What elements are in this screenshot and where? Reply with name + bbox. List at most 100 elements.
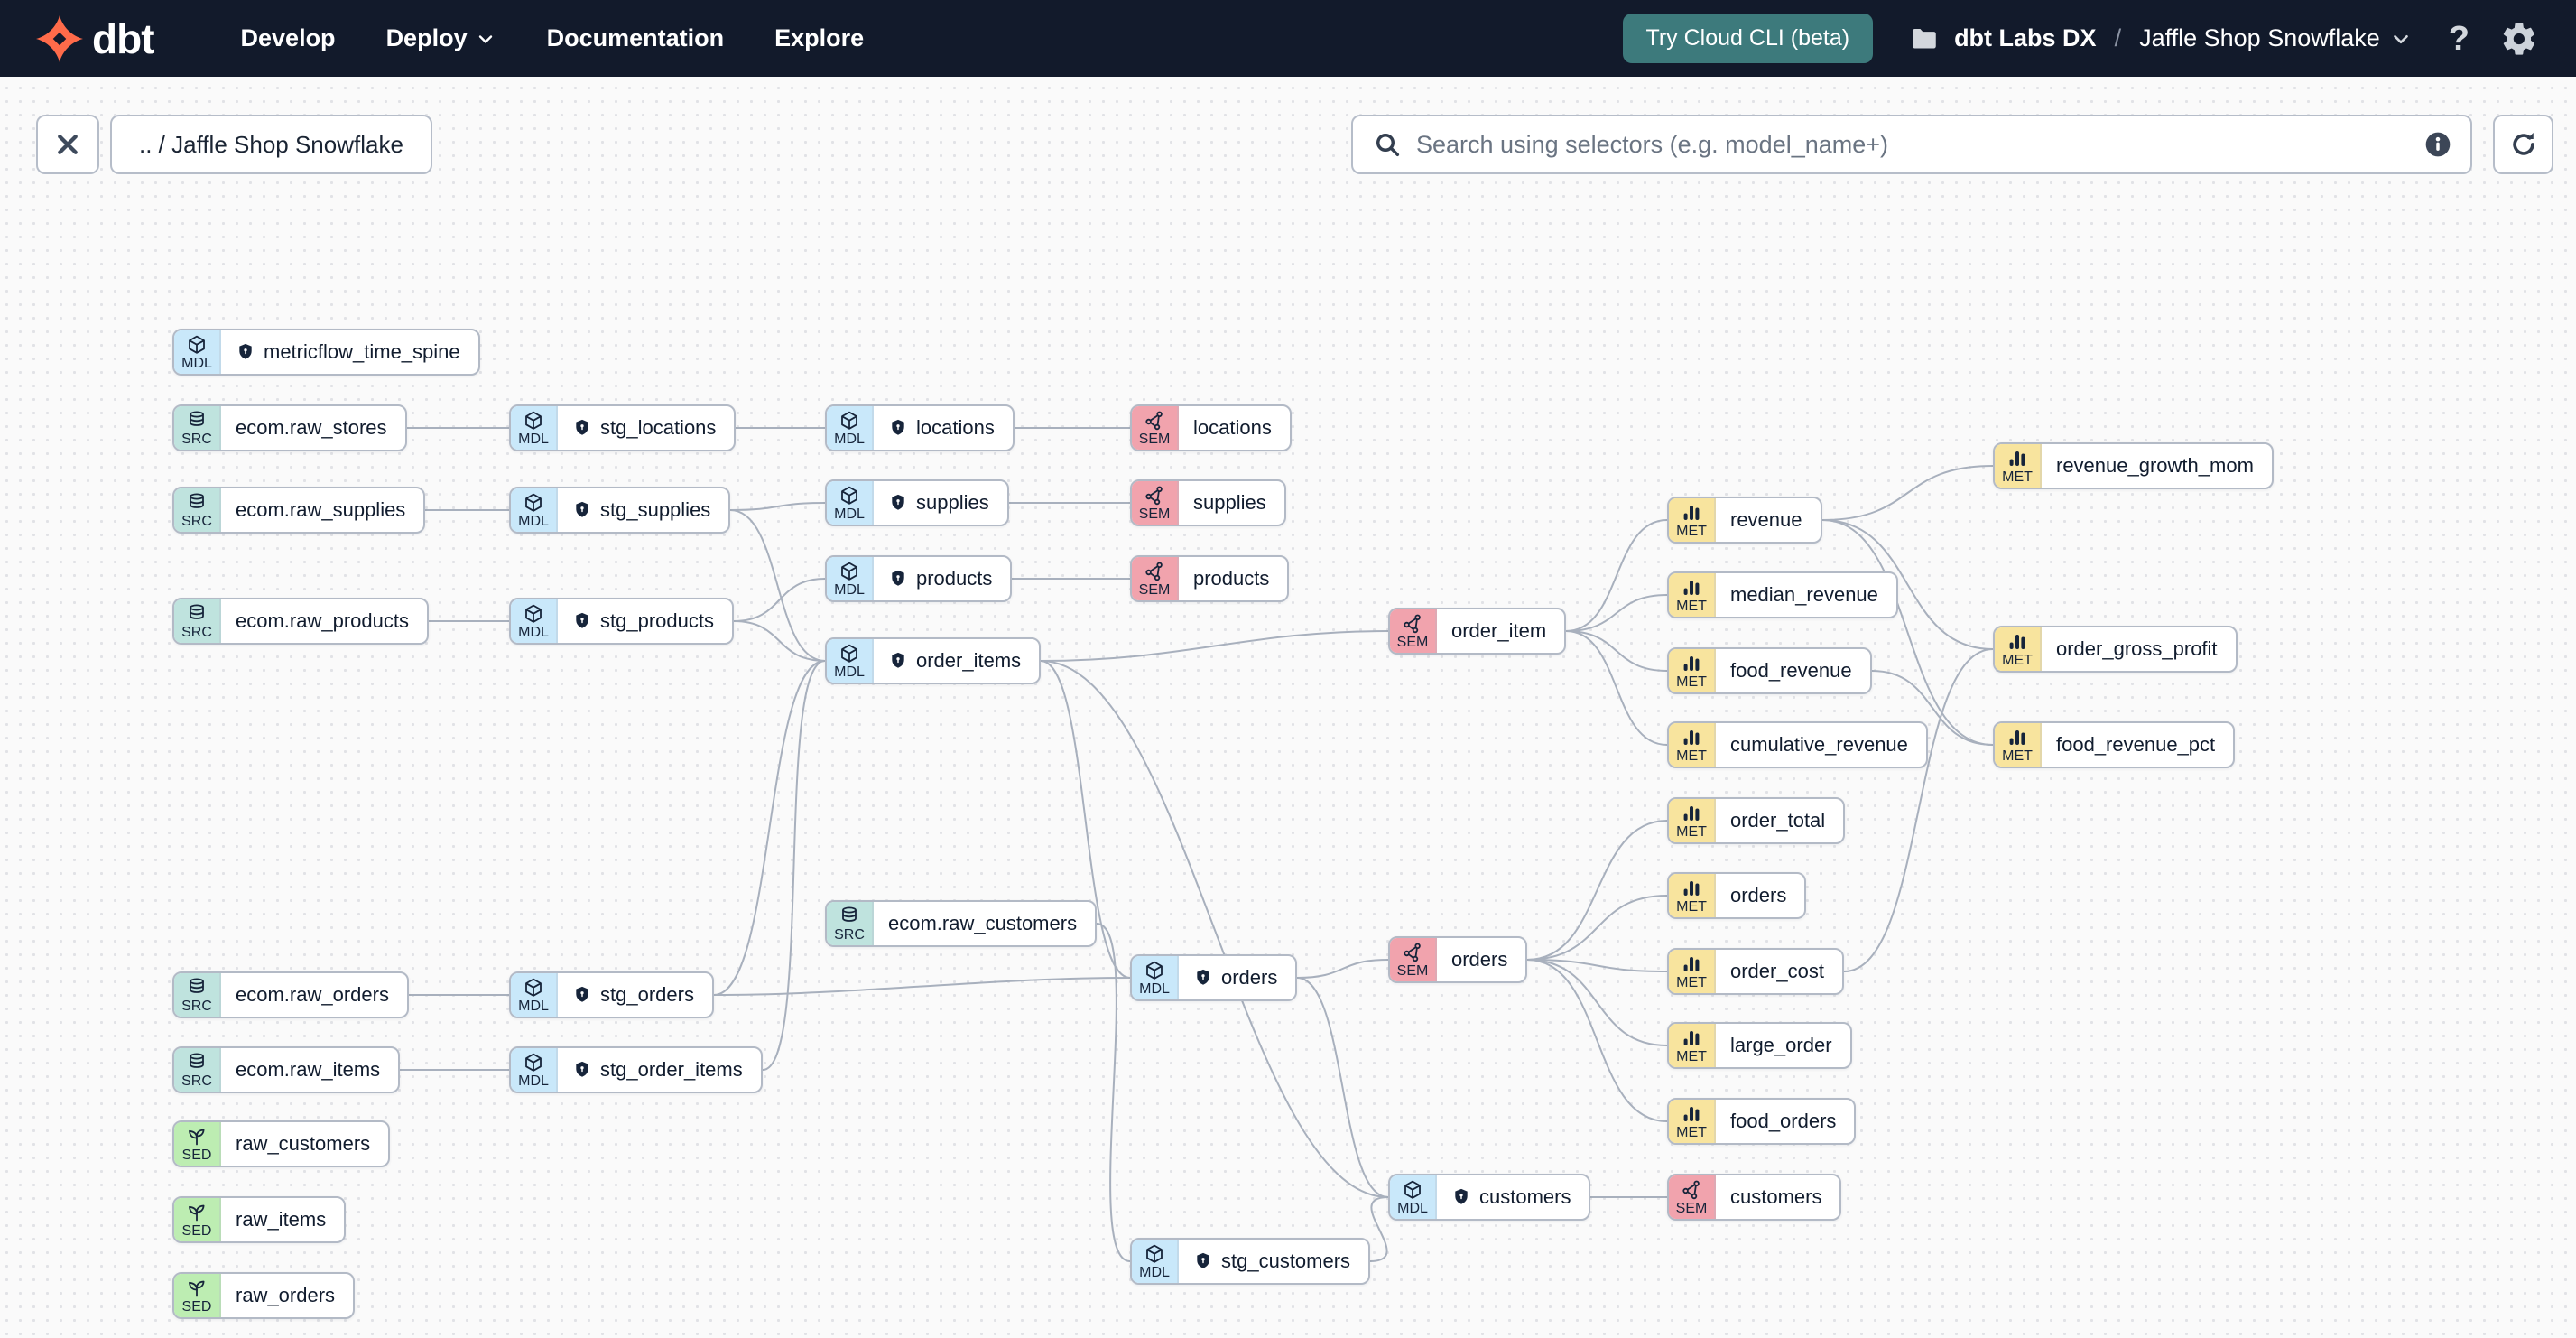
node-body: stg_locations <box>558 406 734 450</box>
search-input[interactable] <box>1416 130 2423 159</box>
breadcrumb[interactable]: .. / Jaffle Shop Snowflake <box>110 115 432 174</box>
close-icon <box>58 135 78 154</box>
account-name[interactable]: dbt Labs DX <box>1954 24 2097 51</box>
close-lineage-button[interactable] <box>36 115 99 174</box>
lineage-edge <box>1565 630 1668 672</box>
cube-icon <box>841 562 857 581</box>
node-type-badge: SEM <box>1390 609 1437 653</box>
bar-chart-icon <box>1683 880 1700 896</box>
shield-icon <box>239 343 252 359</box>
node-type-badge: MDL <box>511 599 558 643</box>
shield-icon <box>892 652 904 668</box>
node-type-label: MET <box>1676 898 1707 915</box>
node-body: stg_supplies <box>558 488 728 532</box>
node-body: supplies <box>874 481 1007 525</box>
dbt-logo[interactable]: dbt <box>36 14 155 63</box>
node-type-label: MET <box>2002 652 2033 668</box>
database-icon <box>190 411 204 426</box>
chevron-down-icon <box>478 34 492 43</box>
node-label: products <box>916 567 993 590</box>
node-body: median_revenue <box>1716 573 1896 617</box>
node-met_revenue[interactable]: MET revenue <box>1667 497 1822 544</box>
node-body: locations <box>874 406 1013 450</box>
node-type-label: SED <box>181 1222 212 1239</box>
node-label: raw_orders <box>236 1284 336 1306</box>
node-type-label: SRC <box>181 624 212 640</box>
database-icon <box>842 906 857 922</box>
try-cloud-cli-button[interactable]: Try Cloud CLI (beta) <box>1622 14 1874 63</box>
node-src_raw_products[interactable]: SRC ecom.raw_products <box>172 598 429 645</box>
node-type-label: MDL <box>518 1073 549 1089</box>
menu-item-documentation[interactable]: Documentation <box>547 24 725 52</box>
node-type-label: MDL <box>834 664 865 680</box>
node-type-label: MET <box>1676 523 1707 539</box>
selector-search[interactable] <box>1351 115 2472 174</box>
node-label: revenue <box>1730 508 1802 531</box>
project-name: Jaffle Shop Snowflake <box>2139 24 2380 51</box>
cube-icon <box>525 411 542 430</box>
info-icon[interactable] <box>2423 130 2452 159</box>
lineage-edge <box>1565 594 1668 632</box>
lineage-edge <box>729 502 826 511</box>
node-body: supplies <box>1179 481 1284 525</box>
node-type-badge: SEM <box>1132 557 1179 600</box>
menu-item-deploy[interactable]: Deploy <box>386 24 496 52</box>
node-type-badge: MET <box>1995 627 2042 671</box>
refresh-button[interactable] <box>2493 115 2553 174</box>
database-icon <box>190 1053 204 1068</box>
node-label: large_order <box>1730 1034 1832 1056</box>
node-type-label: MDL <box>1139 980 1170 997</box>
node-body: ecom.raw_products <box>221 599 427 643</box>
help-icon[interactable]: ? <box>2448 19 2469 58</box>
gear-icon[interactable] <box>2500 20 2538 58</box>
node-label: order_total <box>1730 809 1826 832</box>
lineage-edge <box>1843 648 1994 972</box>
lineage-edge <box>1565 519 1668 632</box>
node-body: stg_orders <box>558 973 712 1017</box>
node-type-label: SEM <box>1675 1200 1708 1216</box>
menu-item-explore[interactable]: Explore <box>774 24 864 52</box>
shield-icon <box>576 419 588 435</box>
project-selector[interactable]: Jaffle Shop Snowflake <box>2139 24 2413 52</box>
menu-item-develop[interactable]: Develop <box>241 24 336 52</box>
